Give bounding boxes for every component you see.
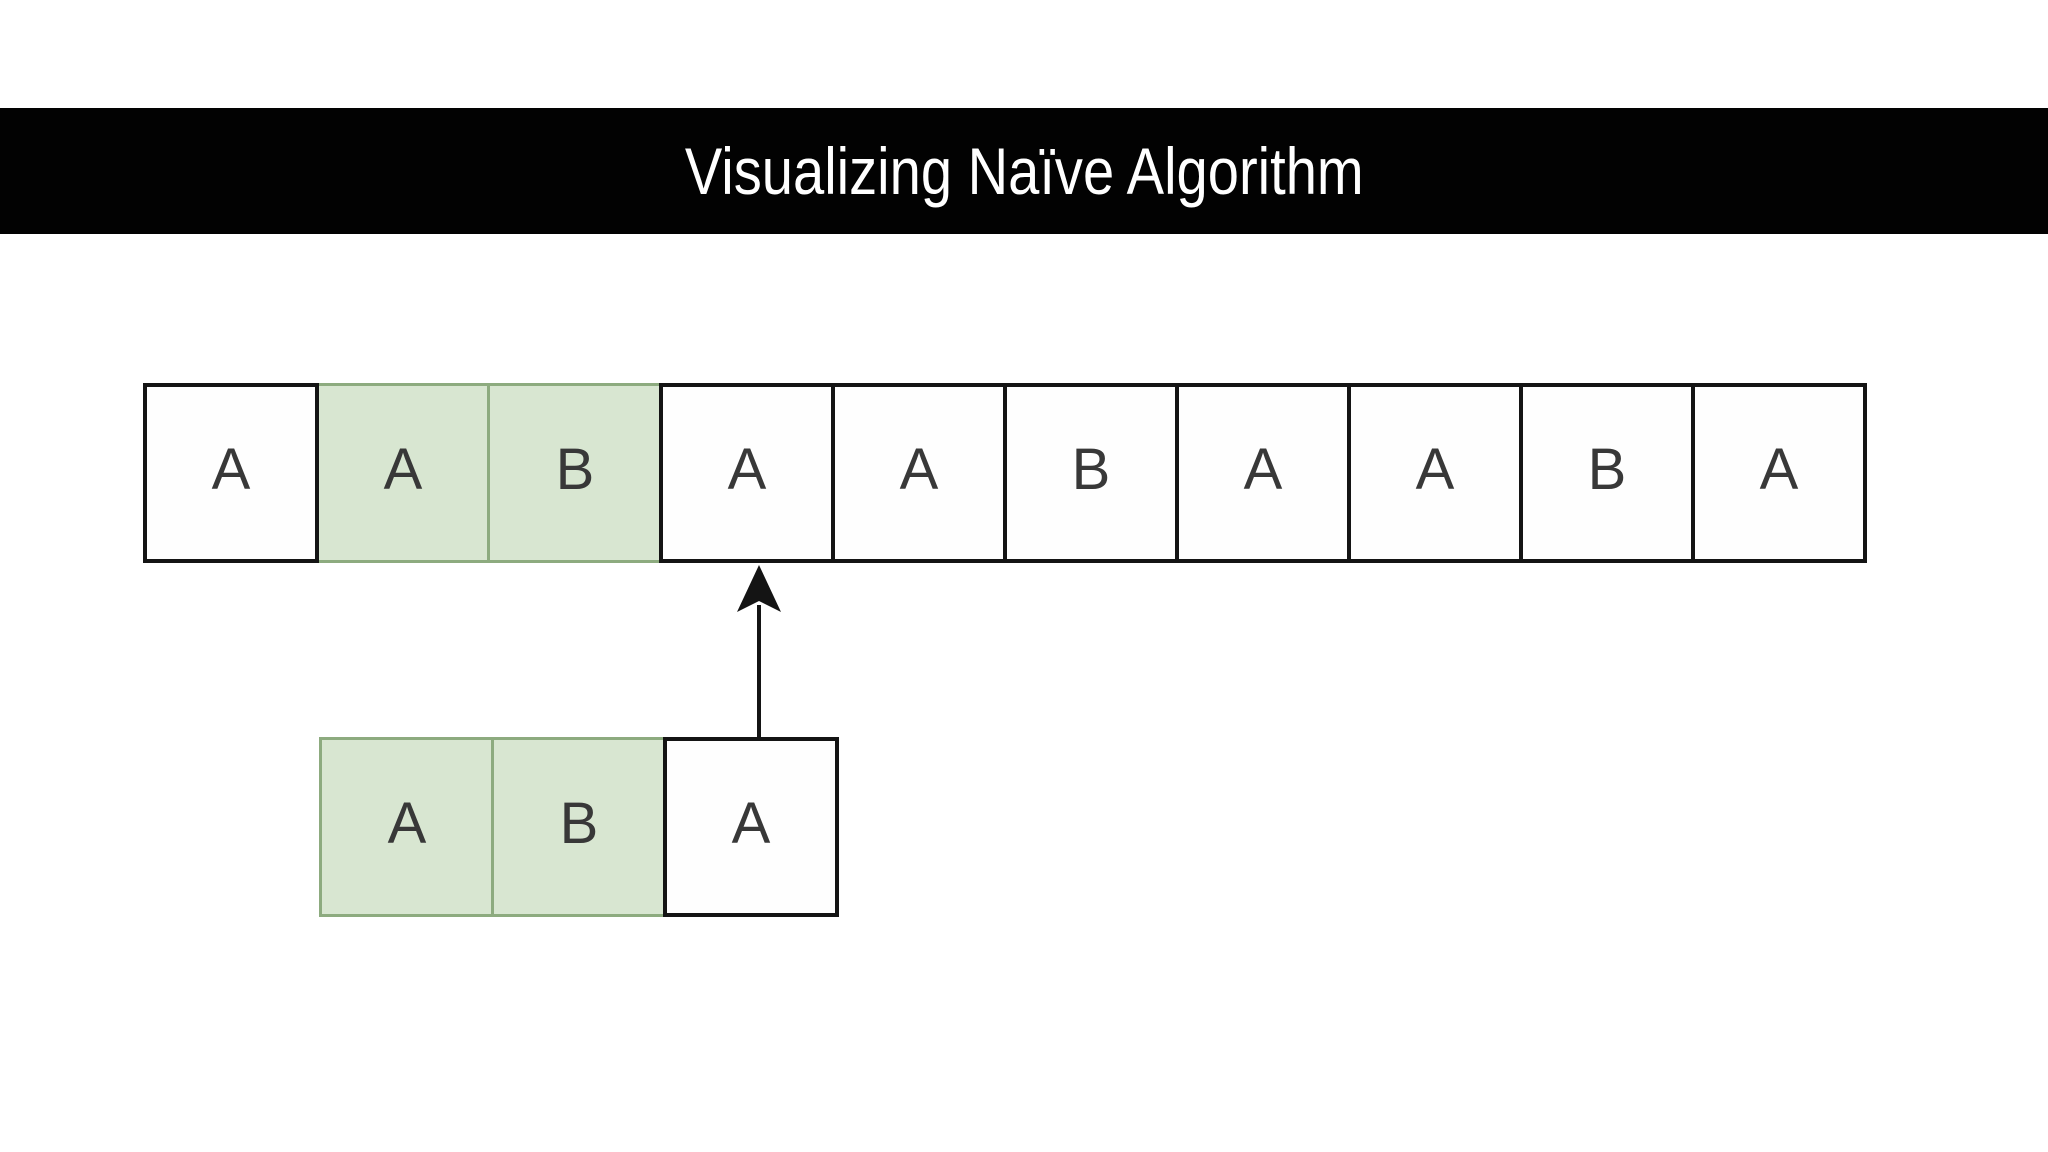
- text-cell-letter: B: [555, 437, 595, 502]
- text-cell-letter: A: [727, 437, 767, 502]
- text-cell-4: A: [831, 383, 1007, 563]
- text-cell-letter: A: [1759, 437, 1799, 502]
- pattern-cell-letter: B: [559, 791, 599, 856]
- text-cell-letter: A: [1243, 437, 1283, 502]
- page-title: Visualizing Naïve Algorithm: [684, 134, 1364, 208]
- text-cell-0: A: [143, 383, 319, 563]
- pattern-cell-letter: A: [387, 791, 427, 856]
- text-cell-letter: A: [1415, 437, 1455, 502]
- text-cell-1: A: [315, 383, 491, 563]
- text-cell-7: A: [1347, 383, 1523, 563]
- text-cell-8: B: [1519, 383, 1695, 563]
- text-cell-letter: A: [383, 437, 423, 502]
- pattern-cell-1: B: [491, 737, 667, 917]
- text-cell-6: A: [1175, 383, 1351, 563]
- text-cell-letter: B: [1071, 437, 1111, 502]
- pattern-row: A B A: [319, 737, 839, 917]
- pattern-cell-2: A: [663, 737, 839, 917]
- text-cell-9: A: [1691, 383, 1867, 563]
- text-cell-letter: A: [211, 437, 251, 502]
- text-cell-letter: A: [899, 437, 939, 502]
- text-row: A A B A A B A A B A: [143, 383, 1867, 563]
- text-cell-3: A: [659, 383, 835, 563]
- pattern-cell-letter: A: [731, 791, 771, 856]
- title-bar: Visualizing Naïve Algorithm: [0, 108, 2048, 234]
- text-cell-2: B: [487, 383, 663, 563]
- pattern-cell-0: A: [319, 737, 495, 917]
- text-cell-letter: B: [1587, 437, 1627, 502]
- text-cell-5: B: [1003, 383, 1179, 563]
